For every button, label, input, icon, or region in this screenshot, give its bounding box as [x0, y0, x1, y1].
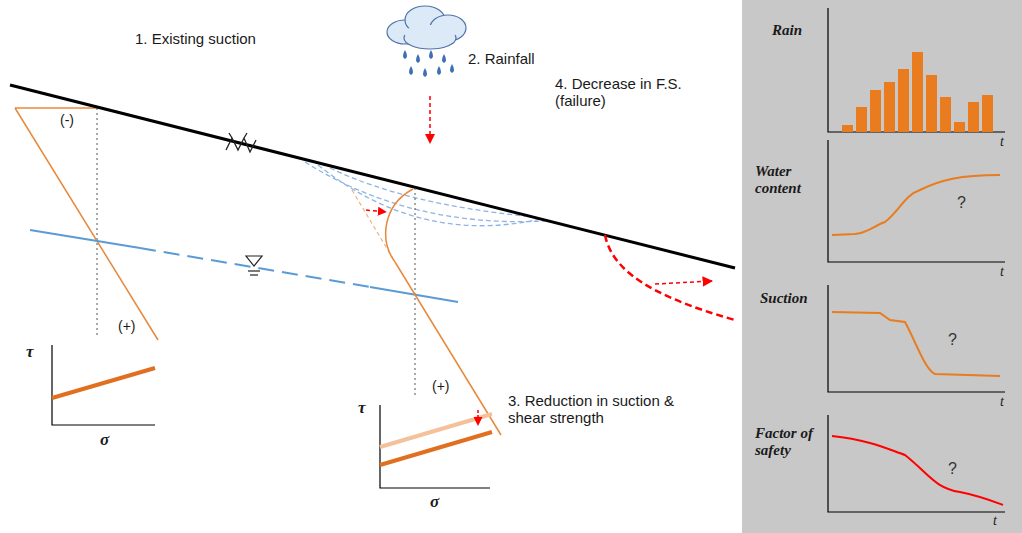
wetting-front [305, 162, 545, 226]
rain-bar [982, 95, 993, 132]
step-label: 2. Rainfall [468, 50, 535, 67]
shear-strength-plot [380, 405, 492, 488]
unknown-mark: ? [957, 194, 966, 212]
suction-profile-left [15, 108, 158, 340]
axis-label: σ [430, 492, 439, 512]
chart-axes [828, 8, 1005, 512]
rain-bar [912, 52, 923, 132]
rain-bar [898, 69, 909, 132]
step-label: 3. Reduction in suction & shear strength [508, 392, 693, 427]
rain-bar [954, 122, 965, 132]
rain-cloud [387, 6, 466, 143]
step-label: 4. Decrease in F.S. (failure) [555, 75, 715, 110]
rain-bar [856, 107, 867, 132]
chart-panel [742, 0, 1022, 533]
rain-bar [870, 90, 881, 132]
rain-bar [940, 97, 951, 132]
axis-label: t [993, 513, 997, 529]
axis-label: t [1000, 134, 1004, 150]
vegetation-marks [226, 133, 256, 152]
axis-label: t [1000, 394, 1004, 410]
rain-bar [926, 75, 937, 132]
sign-label: (-) [60, 112, 74, 128]
step-label: 1. Existing suction [135, 30, 256, 47]
rain-bar [968, 102, 979, 132]
water-content-curve [832, 175, 1000, 235]
unknown-mark: ? [948, 331, 957, 349]
axis-label: τ [26, 342, 34, 362]
chart-title: Suction [760, 290, 808, 307]
rain-bar [842, 125, 853, 132]
rain-bar [884, 82, 895, 132]
slope-surface [10, 85, 735, 268]
factor-of-safety-curve [832, 436, 1003, 505]
sign-label: (+) [118, 318, 136, 334]
unknown-mark: ? [948, 460, 957, 478]
axis-label: σ [100, 430, 109, 450]
rain-bars [842, 52, 993, 132]
sign-label: (+) [432, 378, 450, 394]
chart-title: Rain [772, 22, 802, 39]
axis-label: τ [358, 398, 366, 418]
chart-title: Water content [755, 163, 821, 198]
suction-curve [832, 312, 1000, 376]
failure-surface [605, 235, 735, 320]
shear-strength-plot [52, 345, 155, 425]
chart-title: Factor of safety [755, 425, 819, 460]
suction-profile-mid [352, 188, 501, 435]
axis-label: t [1000, 264, 1004, 280]
water-table [30, 230, 458, 302]
